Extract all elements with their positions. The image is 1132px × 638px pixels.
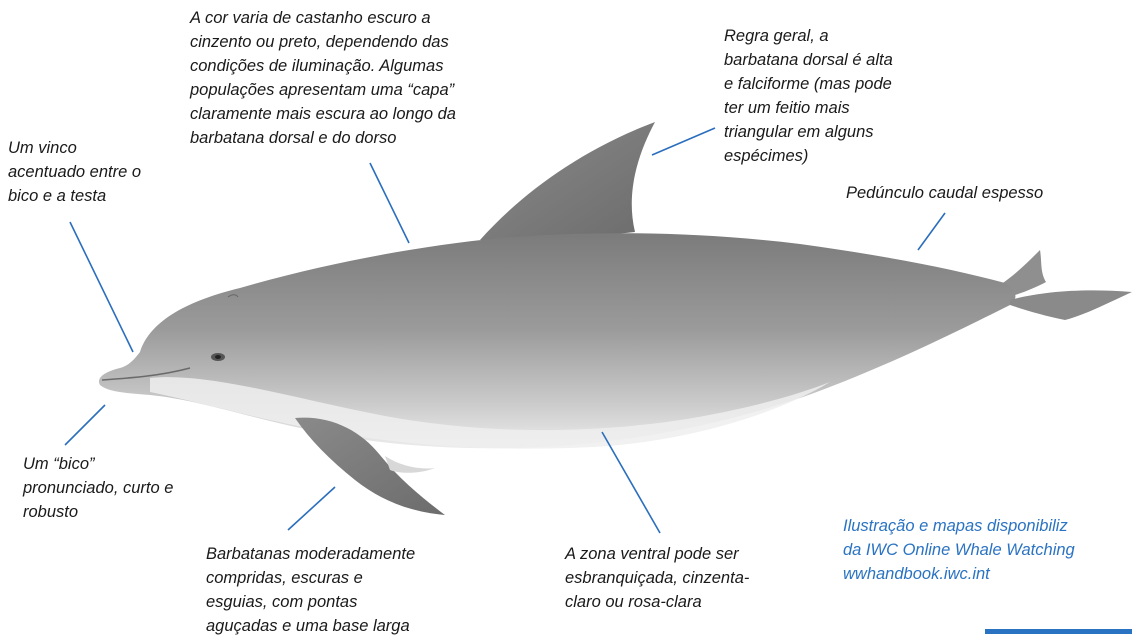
leader-line-flipper <box>288 487 335 530</box>
illustration-credit: Ilustração e mapas disponibiliz da IWC O… <box>843 514 1132 586</box>
dolphin-body <box>99 233 1015 448</box>
annotation-flippers: Barbatanas moderadamente compridas, escu… <box>206 542 476 638</box>
flipper-shadow <box>385 456 435 473</box>
annotation-caudal-peduncle: Pedúnculo caudal espesso <box>846 181 1096 205</box>
annotation-beak: Um “bico” pronunciado, curto e robusto <box>23 452 223 524</box>
annotation-coloration: A cor varia de castanho escuro a cinzent… <box>190 6 520 150</box>
tail-fluke-front <box>1010 290 1132 320</box>
leader-line-coloration <box>370 163 409 243</box>
annotation-crease: Um vinco acentuado entre o bico e a test… <box>8 136 188 208</box>
annotation-ventral: A zona ventral pode ser esbranquiçada, c… <box>565 542 795 614</box>
leader-line-dorsal-fin <box>652 128 715 155</box>
leader-line-ventral <box>602 432 660 533</box>
leader-line-beak <box>65 405 105 445</box>
accent-bar <box>985 629 1132 634</box>
leader-line-caudal <box>918 213 945 250</box>
leader-line-crease <box>70 222 133 352</box>
annotation-dorsal-fin: Regra geral, a barbatana dorsal é alta e… <box>724 24 954 168</box>
